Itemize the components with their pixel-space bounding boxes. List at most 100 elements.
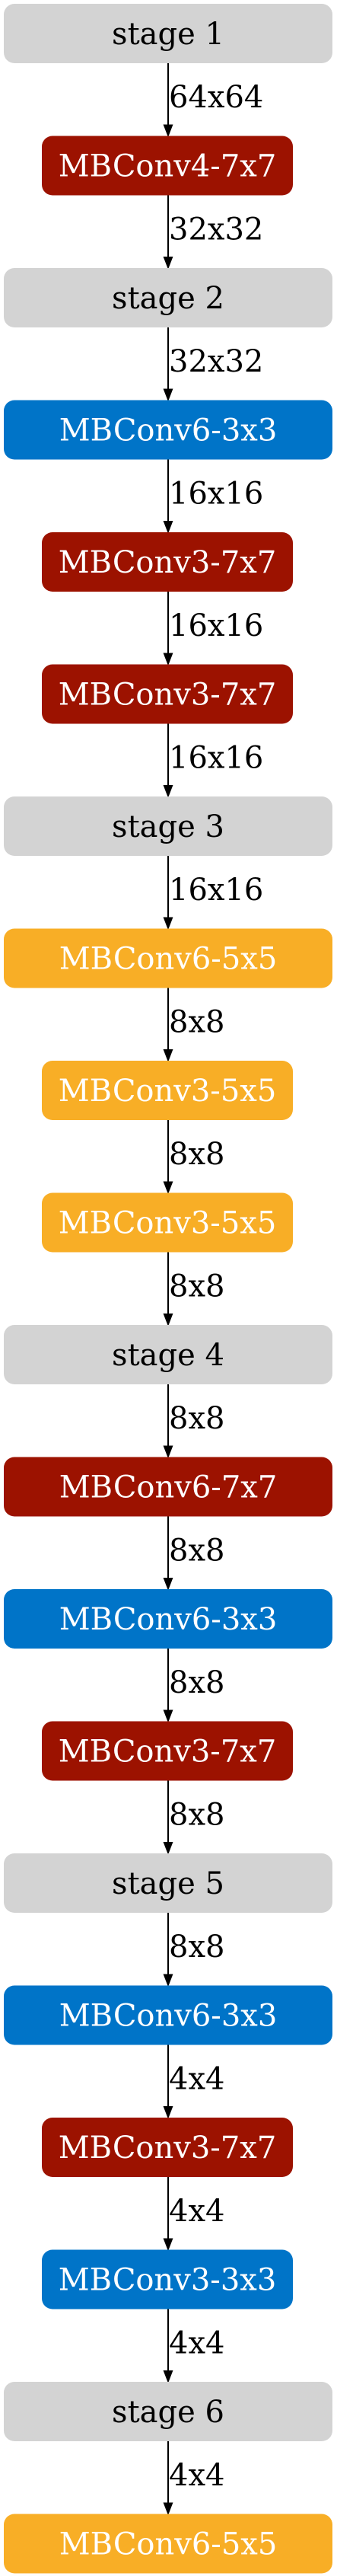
node-label: MBConv4-7x7 [59,149,277,184]
block-node-13: MBConv6-3x3 [4,1589,332,1649]
block-node-2: MBConv4-7x7 [42,136,293,196]
arrowhead-icon [163,1314,173,1326]
node-label: MBConv3-7x7 [59,545,277,580]
stage-box [4,2382,332,2441]
edge-label: 32x32 [169,212,263,247]
node-label: MBConv3-7x7 [59,678,277,713]
stage-box [4,4,332,63]
arrowhead-icon [163,1842,173,1855]
block-node-12: MBConv6-7x7 [4,1457,332,1517]
edge-label: 8x8 [169,1005,224,1040]
node-label: MBConv3-5x5 [59,1074,277,1109]
stage-node-7: stage 3 [4,796,332,856]
arrowhead-icon [163,917,173,930]
edge-1: 64x64 [163,63,263,138]
stage-node-1: stage 1 [4,4,332,63]
edge-12: 8x8 [163,1516,224,1591]
blue-box [4,400,332,460]
orange-box [42,1192,293,1253]
arrowhead-icon [163,2502,173,2516]
node-label: MBConv3-5x5 [59,1206,277,1241]
edge-17: 4x4 [163,2177,224,2252]
orange-box [4,928,332,988]
node-label: stage 2 [112,281,224,316]
edge-14: 8x8 [163,1780,224,1855]
node-label: MBConv6-3x3 [59,1999,278,2034]
node-label: stage 6 [112,2395,224,2430]
arrowhead-icon [163,1578,173,1591]
edge-8: 8x8 [163,988,224,1062]
red-box [4,1457,332,1517]
block-node-8: MBConv6-5x5 [4,928,332,988]
arrowhead-icon [163,2106,173,2119]
edge-15: 8x8 [163,1913,224,1987]
stage-node-11: stage 4 [4,1325,332,1384]
node-label: MBConv6-5x5 [59,942,278,977]
edge-2: 32x32 [163,195,263,270]
stage-box [4,796,332,856]
edge-18: 4x4 [163,2309,224,2383]
edge-label: 16x16 [169,608,263,643]
arrowhead-icon [163,785,173,798]
edge-13: 8x8 [163,1649,224,1723]
node-label: MBConv6-5x5 [59,2527,278,2562]
arrowhead-icon [163,388,173,402]
red-box [42,2118,293,2177]
red-box [42,664,293,724]
stage-node-19: stage 6 [4,2382,332,2441]
node-label: stage 3 [112,809,224,844]
arrowhead-icon [163,2238,173,2252]
edge-label: 8x8 [169,1269,224,1304]
edge-6: 16x16 [163,723,263,798]
arrowhead-icon [163,1181,173,1195]
edge-16: 4x4 [163,2045,224,2119]
block-node-6: MBConv3-7x7 [42,664,293,724]
arrowhead-icon [163,1445,173,1459]
arrowhead-icon [163,521,173,534]
edge-label: 16x16 [169,873,263,908]
edge-label: 4x4 [169,2326,224,2361]
orange-box [4,2514,332,2574]
edge-5: 16x16 [163,592,263,666]
edge-19: 4x4 [163,2441,224,2516]
arrowhead-icon [163,124,173,138]
edge-label: 16x16 [169,741,263,776]
arrowhead-icon [163,2370,173,2383]
stage-node-3: stage 2 [4,268,332,327]
edge-label: 8x8 [169,1534,224,1569]
edge-label: 32x32 [169,344,263,379]
edge-label: 8x8 [169,1930,224,1965]
edge-label: 16x16 [169,477,263,512]
orange-box [42,1061,293,1120]
arrowhead-icon [163,1709,173,1723]
edge-label: 8x8 [169,1665,224,1700]
arrowhead-icon [163,257,173,270]
edge-3: 32x32 [163,327,263,402]
edge-label: 4x4 [169,2062,224,2097]
node-label: MBConv3-7x7 [59,2131,277,2166]
red-box [42,532,293,592]
edge-4: 16x16 [163,459,263,534]
block-node-4: MBConv6-3x3 [4,400,332,460]
edge-7: 16x16 [163,856,263,930]
edge-11: 8x8 [163,1384,224,1459]
arrowhead-icon [163,1049,173,1062]
red-box [42,1721,293,1781]
block-node-20: MBConv6-5x5 [4,2514,332,2574]
block-node-10: MBConv3-5x5 [42,1192,293,1253]
block-node-9: MBConv3-5x5 [42,1061,293,1120]
blue-box [4,1985,332,2045]
node-label: stage 4 [112,1338,224,1373]
node-label: MBConv6-3x3 [59,1602,278,1637]
stage-node-15: stage 5 [4,1853,332,1913]
arrowhead-icon [163,1974,173,1987]
block-node-14: MBConv3-7x7 [42,1721,293,1781]
block-node-17: MBConv3-7x7 [42,2118,293,2177]
stage-box [4,1853,332,1913]
node-label: stage 1 [112,17,224,52]
edge-label: 8x8 [169,1798,224,1833]
stage-box [4,1325,332,1384]
edge-10: 8x8 [163,1252,224,1326]
node-label: MBConv6-7x7 [59,1470,278,1505]
